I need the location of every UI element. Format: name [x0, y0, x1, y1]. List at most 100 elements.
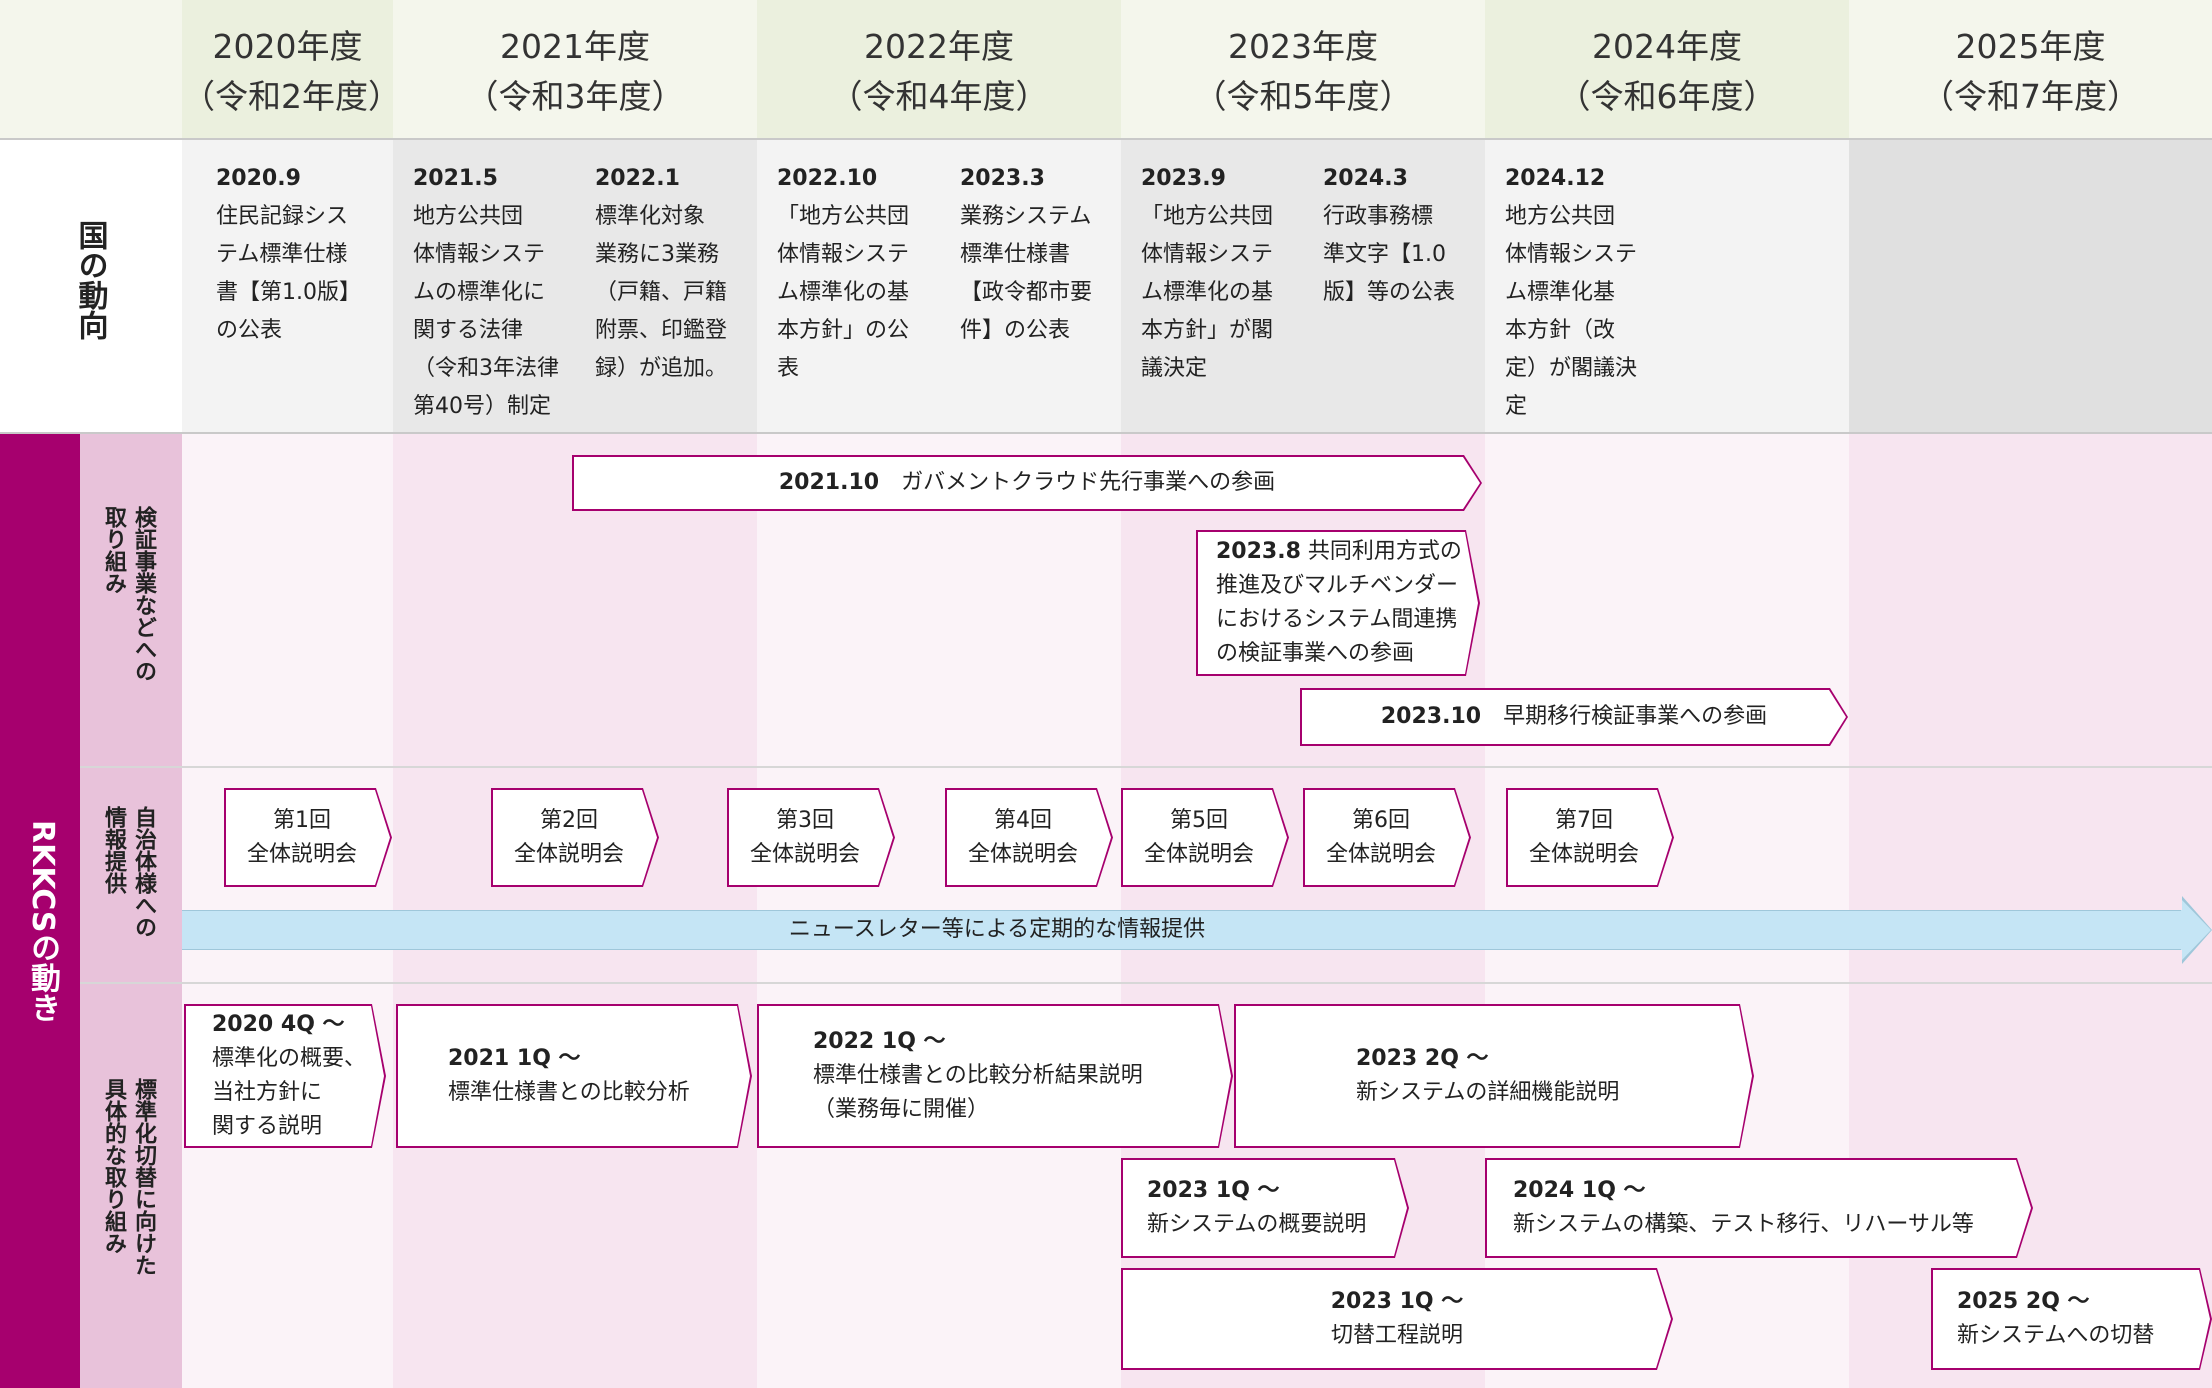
arrow-label: 新システムの概要説明 — [1147, 1212, 1367, 1237]
arrow-label: 共同利用方式の 推進及びマルチベンダー におけるシステム間連携 の検証事業への参… — [1216, 539, 1462, 666]
national-item: 2022.10 「地方公共団 体情報システ ム標準化の基 本方針」の公 表 — [755, 140, 937, 432]
national-date: 2023.3 — [960, 166, 1045, 191]
arrow-inner: 2023 1Q ～ 切替工程説明 — [1123, 1270, 1671, 1368]
briefing-arrow: 第2回 全体説明会 — [491, 788, 659, 887]
briefing-arrow: 第3回 全体説明会 — [727, 788, 895, 887]
rkkcs-band — [0, 434, 80, 1388]
arrow-date: 2025 2Q ～ — [1957, 1289, 2090, 1314]
arrow-date: 2024 1Q ～ — [1513, 1178, 1646, 1203]
arrow-label: 標準仕様書との比較分析結果説明 （業務毎に開催） — [813, 1063, 1143, 1122]
standard-arrow: 2025 2Q ～ 新システムへの切替 — [1931, 1268, 2212, 1370]
header-band-2023 — [1121, 0, 1485, 138]
standard-arrow: 2024 1Q ～ 新システムの構築、テスト移行、リハーサル等 — [1485, 1158, 2033, 1258]
era-label: （令和3年度） — [465, 77, 685, 116]
arrow-date: 2023.8 — [1216, 539, 1301, 564]
arrow-inner: 2020 4Q ～ 標準化の概要、 当社方針に 関する説明 — [186, 1006, 384, 1146]
arrow-inner: 2021.10 ガバメントクラウド先行事業への参画 — [574, 457, 1480, 509]
arrow-label: 標準化の概要、 当社方針に 関する説明 — [212, 1046, 367, 1139]
divider — [80, 982, 2212, 984]
national-date: 2024.12 — [1505, 166, 1606, 191]
header-corner — [0, 0, 182, 138]
national-text: 地方公共団 体情報システ ム標準化基 本方針（改 定）が閣議決 定 — [1505, 204, 1638, 419]
briefing-number: 第4回 — [994, 807, 1052, 833]
national-label-cell — [0, 140, 182, 432]
briefing-label: 全体説明会 — [246, 841, 357, 867]
arrow-inner: 2023.8 共同利用方式の 推進及びマルチベンダー におけるシステム間連携 の… — [1198, 532, 1478, 674]
section-label-verification: 検証事業などへの 取り組み — [101, 506, 156, 682]
national-bg-6 — [1849, 140, 2212, 432]
arrow-label: ガバメントクラウド先行事業への参画 — [901, 470, 1276, 495]
arrow-inner: 第5回 全体説明会 — [1123, 790, 1287, 885]
arrow-inner: 第4回 全体説明会 — [947, 790, 1111, 885]
year-header-2020: 2020年度 （令和2年度） — [182, 0, 401, 138]
standard-arrow: 2020 4Q ～ 標準化の概要、 当社方針に 関する説明 — [184, 1004, 386, 1148]
standard-arrow: 2023 2Q ～ 新システムの詳細機能説明 — [1234, 1004, 1754, 1148]
arrow-inner: 2022 1Q ～ 標準仕様書との比較分析結果説明 （業務毎に開催） — [759, 1006, 1231, 1146]
national-title: 国の動向 — [70, 220, 110, 349]
national-text: 住民記録シス テム標準仕様 書【第1.0版】 の公表 — [216, 204, 361, 343]
arrow-date: 2021 1Q ～ — [448, 1046, 581, 1071]
year-label: 2025年度 — [1955, 27, 2106, 66]
briefing-number: 第5回 — [1170, 807, 1228, 833]
national-text: 地方公共団 体情報システ ムの標準化に 関する法律 （令和3年法律 第40号）制… — [413, 204, 559, 419]
arrow-date: 2022 1Q ～ — [813, 1029, 946, 1054]
header-band-2022 — [757, 0, 1121, 138]
briefing-arrow: 第1回 全体説明会 — [224, 788, 392, 887]
national-item: 2023.3 業務システム 標準仕様書 【政令都市要 件】の公表 — [938, 140, 1120, 432]
standard-arrow: 2021 1Q ～ 標準仕様書との比較分析 — [396, 1004, 752, 1148]
year-header-2023: 2023年度 （令和5年度） — [1121, 0, 1485, 138]
briefing-label: 全体説明会 — [967, 841, 1078, 867]
arrow-inner: 第3回 全体説明会 — [729, 790, 893, 885]
year-label: 2020年度 — [212, 27, 363, 66]
arrow-date: 2023.10 — [1380, 704, 1482, 729]
national-bg-3 — [757, 140, 1121, 432]
year-label: 2021年度 — [500, 27, 650, 66]
arrow-text: 2023.8 共同利用方式の 推進及びマルチベンダー におけるシステム間連携 の… — [1216, 535, 1478, 671]
divider — [0, 432, 2212, 434]
arrow-date: 2023 1Q ～ — [1147, 1178, 1280, 1203]
year-header-2021: 2021年度 （令和3年度） — [393, 0, 757, 138]
arrow-inner: 2024 1Q ～ 新システムの構築、テスト移行、リハーサル等 — [1487, 1160, 2031, 1256]
national-date: 2022.10 — [777, 166, 878, 191]
briefing-number: 第3回 — [776, 807, 834, 833]
arrow-inner: 第1回 全体説明会 — [226, 790, 390, 885]
briefing-arrow: 第6回 全体説明会 — [1303, 788, 1471, 887]
newsletter-label: ニュースレター等による定期的な情報提供 — [788, 917, 1206, 942]
national-bg-1 — [182, 140, 393, 432]
briefing-label: 全体説明会 — [513, 841, 624, 867]
header-band-2024 — [1485, 0, 1849, 138]
header-band-2020 — [182, 0, 393, 138]
briefing-number: 第2回 — [540, 807, 598, 833]
arrow-inner: 2021 1Q ～ 標準仕様書との比較分析 — [398, 1006, 750, 1146]
arrow-text: 2021.10 ガバメントクラウド先行事業への参画 — [779, 466, 1275, 500]
briefing-label: 全体説明会 — [1325, 841, 1436, 867]
arrow-inner: 第7回 全体説明会 — [1508, 790, 1672, 885]
arrow-label: 新システムへの切替 — [1957, 1323, 2155, 1348]
arrow-inner: 第6回 全体説明会 — [1305, 790, 1469, 885]
briefing-arrow: 第7回 全体説明会 — [1506, 788, 1674, 887]
rkkcs-title: RKKCSの動き — [20, 820, 60, 1030]
national-item: 2024.12 地方公共団 体情報システ ム標準化基 本方針（改 定）が閣議決 … — [1483, 140, 1665, 432]
national-title-text: 国の動向 — [72, 220, 108, 340]
era-label: （令和4年度） — [829, 77, 1049, 116]
era-label: （令和6年度） — [1557, 77, 1777, 116]
verification-arrow: 2023.8 共同利用方式の 推進及びマルチベンダー におけるシステム間連携 の… — [1196, 530, 1480, 676]
standard-arrow: 2022 1Q ～ 標準仕様書との比較分析結果説明 （業務毎に開催） — [757, 1004, 1233, 1148]
year-header-2022: 2022年度 （令和4年度） — [757, 0, 1121, 138]
arrow-inner: 2023.10 早期移行検証事業への参画 — [1302, 690, 1846, 744]
national-item: 2023.9 「地方公共団 体情報システ ム標準化の基 本方針」が閣 議決定 — [1119, 140, 1301, 432]
briefing-number: 第1回 — [273, 807, 331, 833]
year-header-2025: 2025年度 （令和7年度） — [1849, 0, 2212, 138]
national-bg-2 — [393, 140, 757, 432]
national-item: 2024.3 行政事務標 準文字【1.0 版】等の公表 — [1301, 140, 1483, 432]
national-bg-4 — [1121, 140, 1485, 432]
arrow-inner: 2025 2Q ～ 新システムへの切替 — [1933, 1270, 2210, 1368]
national-text: 標準化対象 業務に3業務 （戸籍、戸籍 附票、印鑑登 録）が追加。 — [595, 204, 728, 381]
standard-arrow: 2023 1Q ～ 切替工程説明 — [1121, 1268, 1673, 1370]
briefing-label: 全体説明会 — [1143, 841, 1254, 867]
briefing-label: 全体説明会 — [749, 841, 860, 867]
arrow-date: 2020 4Q ～ — [212, 1012, 345, 1037]
arrow-label: 切替工程説明 — [1330, 1323, 1463, 1348]
national-text: 「地方公共団 体情報システ ム標準化の基 本方針」が閣 議決定 — [1141, 204, 1274, 381]
national-item: 2022.1 標準化対象 業務に3業務 （戸籍、戸籍 附票、印鑑登 録）が追加。 — [573, 140, 755, 432]
